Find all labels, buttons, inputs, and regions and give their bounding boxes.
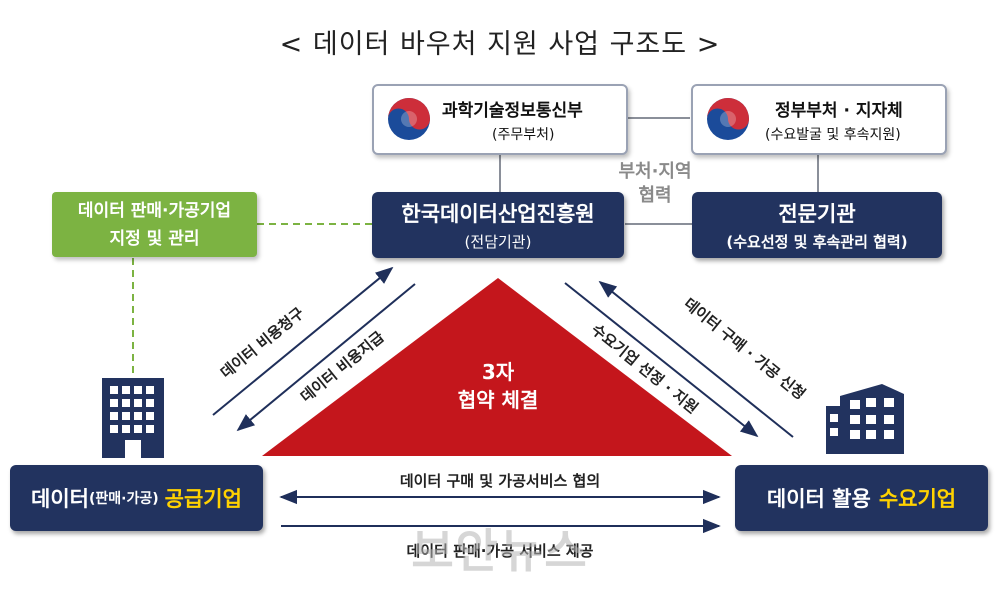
arrow-demand-select [564,282,759,438]
company-building-icon [826,384,904,454]
demand-box: 데이터 활용 수요기업 [735,465,988,531]
arrow-purchase-apply [598,280,794,438]
watermark: 보안뉴스 [411,524,589,578]
kdata-box: 한국데이터산업진흥원 (전담기관) [372,192,624,258]
expert-box: 전문기관 (수요선정 및 후속관리 협력) [692,192,942,258]
govt-box: 정부부처 · 지자체 (수요발굴 및 후속지원) [691,84,947,155]
label-provide: 데이터 판매·가공 서비스 제공 [406,542,594,560]
page-title: < 데이터 바우처 지원 사업 구조도 > [279,29,721,60]
taegeuk-emblem-icon [388,98,430,140]
ministry-name: 과학기술정보통신부 [442,101,583,121]
ministry-role: (주무부처) [492,127,555,143]
supplier-highlight: 공급기업 [164,487,242,511]
expert-role: (수요선정 및 후속관리 협력) [726,233,908,251]
govt-name: 정부부처 · 지자체 [775,101,903,121]
agreement-triangle [262,278,732,456]
supplier-box: 데이터 (판매·가공) 공급기업 [10,465,263,531]
govt-role: (수요발굴 및 후속지원) [765,127,901,143]
cooperation-line2: 협력 [638,185,672,206]
designation-line2: 지정 및 관리 [109,228,200,249]
arrow-cost-pay [236,283,416,432]
triangle-label: 3자 협약 체결 [418,358,578,414]
taegeuk-emblem-icon [707,98,749,140]
supplier-prefix: 데이터 [31,487,90,511]
arrow-cost-claim [212,266,394,416]
cooperation-label: 부처·지역 협력 [600,160,710,208]
designation-line1: 데이터 판매·가공기업 [77,200,232,221]
cooperation-line1: 부처·지역 [618,161,692,182]
kdata-name: 한국데이터산업진흥원 [401,202,595,226]
demand-prefix: 데이터 활용 [766,487,871,511]
triangle-line2: 협약 체결 [457,388,539,412]
expert-name: 전문기관 [778,202,856,226]
ministry-box: 과학기술정보통신부 (주무부처) [372,84,628,155]
label-consult: 데이터 구매 및 가공서비스 협의 [399,472,601,490]
designation-box: 데이터 판매·가공기업 지정 및 관리 [52,192,257,257]
triangle-line1: 3자 [481,360,515,384]
demand-highlight: 수요기업 [878,487,957,511]
kdata-role: (전담기관) [464,233,532,251]
office-building-icon [102,378,164,458]
supplier-detail: (판매·가공) [89,491,159,507]
